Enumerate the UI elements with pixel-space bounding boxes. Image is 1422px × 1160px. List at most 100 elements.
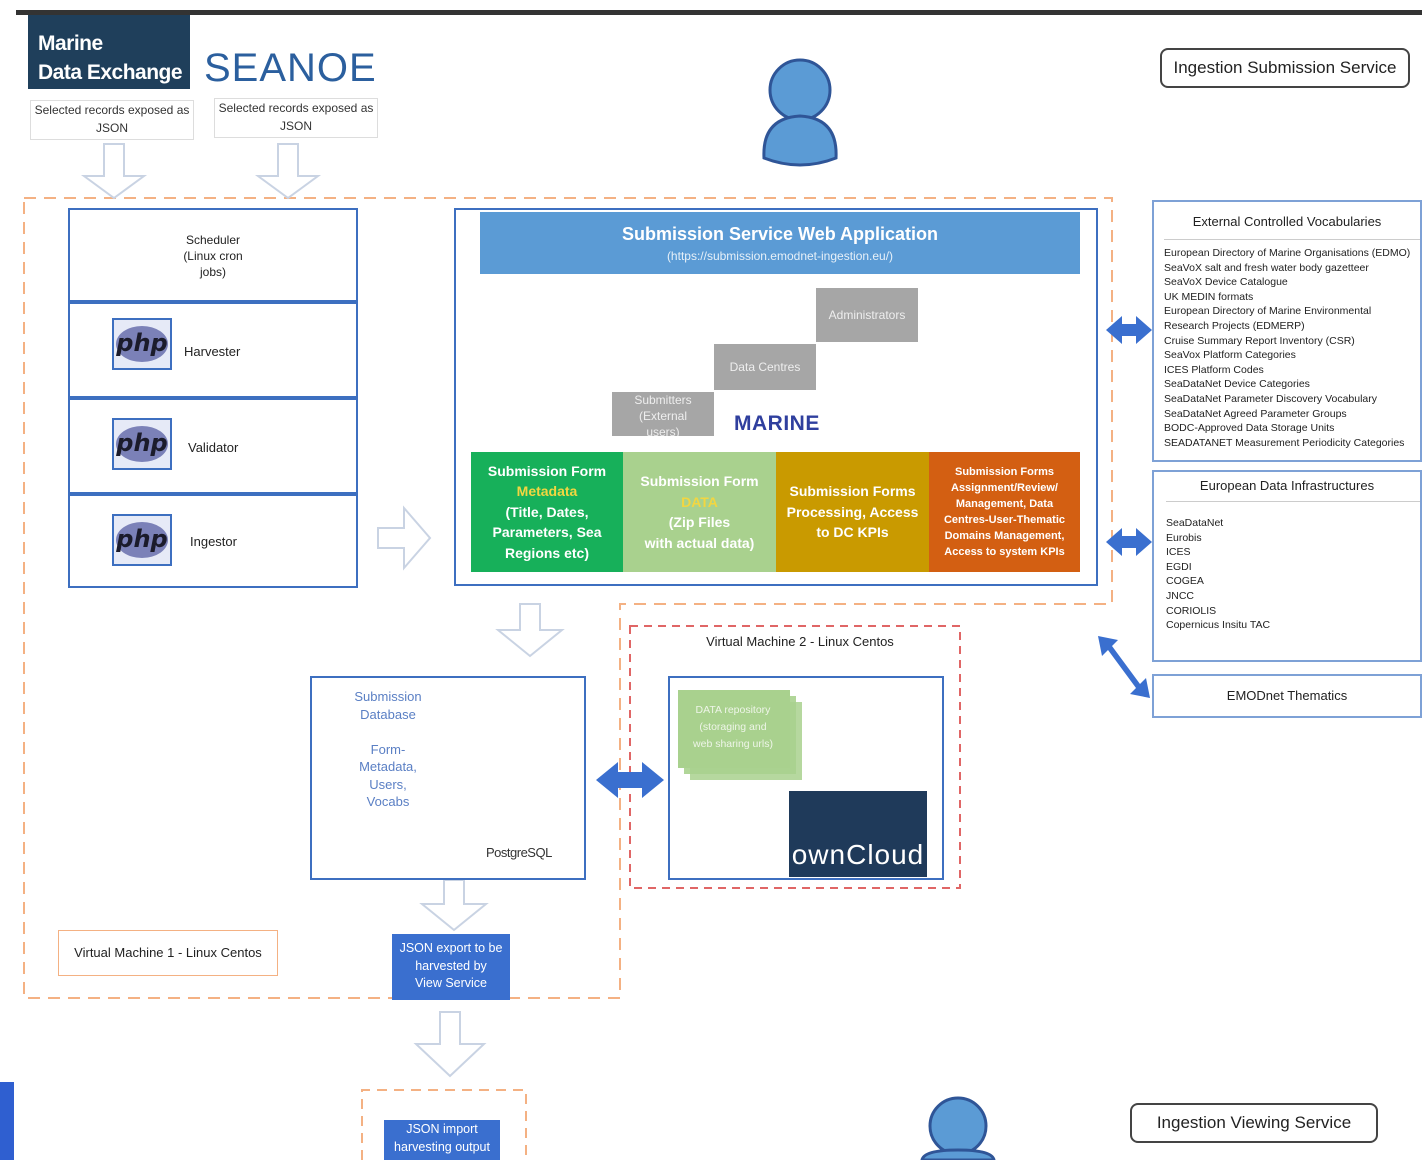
vm2-dashed-boundary <box>629 625 961 889</box>
infra-list-item: SeaDataNet <box>1166 517 1224 529</box>
form-metadata-keyword: Metadata <box>516 483 578 500</box>
database-text-line: Vocabs <box>366 794 410 809</box>
infra-list-item: JNCC <box>1166 589 1194 602</box>
thematics-double-arrow <box>1098 636 1150 698</box>
owncloud-logo: ownCloud <box>789 791 927 877</box>
repo-text-line: web sharing urls) <box>693 738 773 750</box>
infra-double-arrow <box>1106 528 1152 556</box>
postgresql-label: PostgreSQL <box>486 845 552 860</box>
mde-logo-line-1: Marine <box>38 32 103 55</box>
vocab-list-item: ICES Platform Codes <box>1164 363 1264 376</box>
database-text-line: Users, <box>369 776 407 792</box>
form-data[interactable]: Submission Form DATA (Zip Files with act… <box>623 452 776 572</box>
form-metadata-title: Submission Form <box>487 462 607 479</box>
webapp-header: Submission Service Web Application (http… <box>480 212 1080 274</box>
vm1-to-webapp-arrow <box>377 505 432 571</box>
database-text-line: Submission <box>354 689 422 704</box>
external-vocab-panel: External Controlled Vocabularies Europea… <box>1152 200 1422 462</box>
form-assignment[interactable]: Submission Forms Assignment/Review/ Mana… <box>929 452 1080 572</box>
external-vocab-list: European Directory of Marine Organisatio… <box>1164 246 1420 450</box>
export-to-import-arrow <box>413 1011 487 1078</box>
top-rule <box>16 10 1422 15</box>
webapp-title: Submission Service Web Application <box>621 224 939 244</box>
repo-stack <box>678 690 802 780</box>
infra-list-item: Copernicus Insitu TAC <box>1166 619 1271 632</box>
form-data-desc-2: with actual data) <box>644 534 755 551</box>
json-import-line: JSON import <box>406 1122 478 1136</box>
role-submitters: Submitters (External users) <box>612 392 714 436</box>
webapp-url: (https://submission.emodnet-ingestion.eu… <box>666 249 894 263</box>
corner-accent <box>0 1082 14 1160</box>
php-icon: php <box>112 418 172 470</box>
marine-data-exchange-logo: Marine Data Exchange <box>28 15 190 89</box>
vocab-list-item: SeaDataNet Device Categories <box>1164 378 1310 391</box>
emodnet-thematics-panel: EMODnet Thematics <box>1152 674 1422 718</box>
vocab-list-item: European Directory of Marine Environment… <box>1164 305 1372 318</box>
vocab-list-item: SeaDataNet Parameter Discovery Vocabular… <box>1164 392 1378 405</box>
database-text-line: Metadata, <box>359 759 417 774</box>
json-import-line: harvesting output <box>394 1139 490 1154</box>
pipeline-divider <box>68 492 358 496</box>
european-infra-title: European Data Infrastructures <box>1199 478 1375 493</box>
vm2-title: Virtual Machine 2 - Linux Centos <box>706 634 894 649</box>
php-glyph: php <box>116 426 168 462</box>
scheduler-label: Scheduler (Linux cron jobs) <box>183 233 243 279</box>
infra-list-item: Eurobis <box>1166 531 1202 544</box>
user-icon-bottom <box>920 1096 996 1160</box>
pipeline-divider <box>68 300 358 304</box>
pipeline-divider <box>68 396 358 400</box>
source-label-seanoe: Selected records exposed as JSON <box>214 98 378 138</box>
ingestor-label: Ingestor <box>190 534 237 549</box>
vm1-label: Virtual Machine 1 - Linux Centos <box>58 930 278 976</box>
vm2-container <box>668 676 944 880</box>
source-label-mde: Selected records exposed as JSON <box>30 100 194 140</box>
seanoe-logo: SEANOE <box>204 46 377 90</box>
user-icon <box>762 58 838 167</box>
json-export-line: harvested by <box>415 958 487 973</box>
external-vocab-title: External Controlled Vocabularies <box>1192 214 1382 229</box>
database-text-line <box>340 723 436 741</box>
webapp-to-db-arrow <box>495 603 565 658</box>
form-data-desc: (Zip Files <box>668 514 731 530</box>
repo-text-line: (storaging and <box>699 721 767 733</box>
db-vm2-double-arrow <box>596 762 664 798</box>
viewing-service-title: Ingestion Viewing Service <box>1130 1103 1378 1143</box>
owncloud-wordmark: ownCloud <box>791 839 925 870</box>
infra-list-item: CORIOLIS <box>1166 604 1217 617</box>
vocab-list-item: BODC-Approved Data Storage Units <box>1164 422 1335 435</box>
db-to-export-arrow <box>419 879 489 932</box>
source-arrows <box>80 143 565 1078</box>
infra-list-item: ICES <box>1166 546 1191 559</box>
form-assignment-text: Submission Forms Assignment/Review/ Mana… <box>943 466 1066 558</box>
form-metadata[interactable]: Submission Form Metadata (Title, Dates, … <box>471 452 623 572</box>
php-glyph: php <box>116 326 168 362</box>
json-import-box: JSON import harvesting output <box>384 1120 500 1160</box>
form-data-keyword: DATA <box>681 493 718 510</box>
submission-service-title: Ingestion Submission Service <box>1160 48 1410 88</box>
database-container <box>310 676 586 880</box>
import-dashed-boundary <box>361 1089 527 1160</box>
harvester-label: Harvester <box>184 344 241 359</box>
vocab-double-arrow <box>1106 316 1152 344</box>
mde-logo-line-2: Data Exchange <box>38 61 183 84</box>
php-icon: php <box>112 318 172 370</box>
european-infra-panel: European Data Infrastructures SeaDataNet… <box>1152 470 1422 662</box>
json-export-box: JSON export to be harvested by View Servic… <box>392 934 510 1000</box>
vm1-dashed-boundary <box>23 197 1113 999</box>
vocab-list-item: SeaVox Platform Categories <box>1164 349 1296 362</box>
database-text-line: Form- <box>370 741 406 757</box>
vocab-list-item: SeaDataNet Agreed Parameter Groups <box>1164 407 1347 420</box>
form-data-title: Submission Form <box>640 473 759 489</box>
json-export-line: JSON export to be <box>399 941 503 955</box>
source-arrow-2 <box>254 143 322 200</box>
marine-logo: MARINE <box>734 412 820 435</box>
vocab-list-item: SeaVoX Device Catalogue <box>1164 276 1288 289</box>
form-processing-text: Submission Forms Processing, Access to D… <box>786 483 919 541</box>
form-processing[interactable]: Submission Forms Processing, Access to D… <box>776 452 929 572</box>
php-glyph: php <box>116 522 168 558</box>
infra-list-item: COGEA <box>1166 575 1204 588</box>
source-arrow-1 <box>80 143 148 200</box>
form-metadata-desc: (Title, Dates, Parameters, Sea Regions e… <box>492 503 602 561</box>
json-export-line: View Service <box>414 976 488 990</box>
